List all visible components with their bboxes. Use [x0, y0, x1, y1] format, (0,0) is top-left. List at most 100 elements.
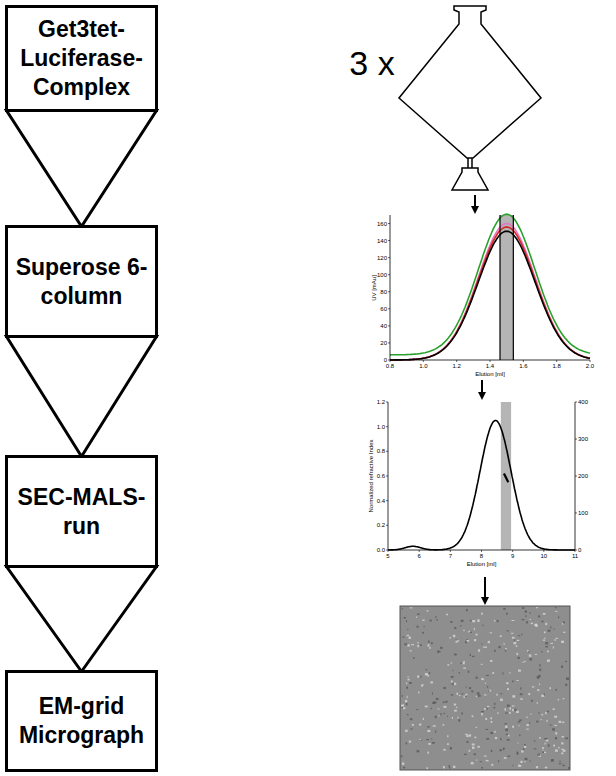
speckle [509, 707, 511, 709]
speckle [428, 743, 431, 745]
speckle [419, 724, 421, 726]
speckle [528, 693, 530, 695]
speckle [561, 749, 564, 750]
speckle [552, 759, 554, 760]
speckle [503, 608, 506, 610]
speckle [507, 630, 509, 631]
speckle [466, 687, 467, 688]
speckle [455, 654, 458, 655]
speckle [558, 699, 559, 700]
speckle [507, 688, 509, 690]
speckle [517, 640, 520, 641]
speckle [554, 725, 557, 726]
tick [575, 550, 577, 551]
speckle [550, 725, 552, 726]
speckle [447, 664, 449, 665]
tick [556, 360, 557, 362]
axis-title: Elution [ml] [467, 561, 497, 567]
speckle [555, 732, 557, 734]
tick [490, 360, 491, 362]
speckle [520, 687, 521, 689]
speckle [522, 607, 525, 609]
speckle [561, 752, 563, 754]
speckle [410, 607, 413, 608]
speckle [403, 767, 405, 769]
speckle [491, 750, 493, 752]
tick [575, 402, 577, 403]
speckle [486, 675, 489, 676]
speckle [409, 682, 412, 684]
tick-label: 300 [578, 436, 588, 442]
speckle [458, 640, 459, 641]
speckle [490, 717, 492, 719]
speckle [407, 714, 409, 715]
speckle [443, 687, 446, 689]
speckle [457, 693, 459, 695]
speckle [535, 625, 538, 627]
speckle [419, 739, 421, 741]
band-edge [513, 215, 514, 360]
speckle [545, 743, 546, 745]
speckle [529, 654, 531, 656]
speckle [472, 744, 475, 746]
speckle [489, 690, 491, 692]
speckle [487, 706, 489, 707]
speckle [547, 651, 549, 653]
speckle [477, 619, 479, 622]
speckle [444, 706, 447, 708]
speckle [526, 717, 527, 718]
speckle [532, 686, 534, 687]
speckle [556, 638, 558, 639]
speckle [427, 730, 430, 732]
speckle [416, 616, 417, 617]
speckle [428, 641, 430, 643]
speckle [534, 748, 537, 749]
speckle [563, 698, 565, 699]
speckle [494, 650, 496, 652]
speckle [460, 663, 462, 664]
speckle [474, 639, 476, 641]
tick [386, 500, 388, 501]
speckle [486, 738, 489, 740]
speckle [544, 638, 545, 639]
speckle [525, 758, 528, 760]
flow-chevron [7, 337, 157, 457]
speckle [551, 759, 554, 762]
speckle [530, 714, 531, 715]
speckle [562, 722, 565, 723]
tick [388, 308, 390, 309]
speckle [518, 742, 519, 743]
speckle [524, 661, 526, 662]
speckle [504, 757, 507, 759]
speckle [436, 698, 439, 700]
tick-label: 0.2 [377, 522, 385, 528]
tick [575, 476, 577, 477]
speckle [539, 737, 541, 739]
speckle [518, 635, 520, 636]
chart-axis [390, 215, 590, 360]
speckle [544, 752, 546, 753]
speckle [407, 644, 410, 646]
speckle [486, 760, 489, 761]
speckle [484, 708, 487, 710]
speckle [422, 632, 424, 634]
speckle [451, 681, 453, 683]
speckle [509, 712, 511, 714]
speckle [450, 637, 451, 639]
process-box: EM-grid Micrograph [5, 670, 158, 772]
speckle [468, 671, 469, 673]
speckle [476, 677, 478, 679]
speckle [542, 750, 544, 752]
speckle [450, 621, 452, 623]
speckle [468, 631, 470, 633]
speckle [543, 640, 545, 641]
speckle [541, 719, 542, 720]
tick [386, 451, 388, 452]
speckle [512, 705, 515, 706]
speckle [545, 623, 547, 625]
speckle [536, 607, 538, 608]
speckle [471, 762, 474, 764]
tick-label: 10 [540, 553, 547, 559]
speckle [494, 620, 496, 621]
speckle [472, 747, 475, 749]
